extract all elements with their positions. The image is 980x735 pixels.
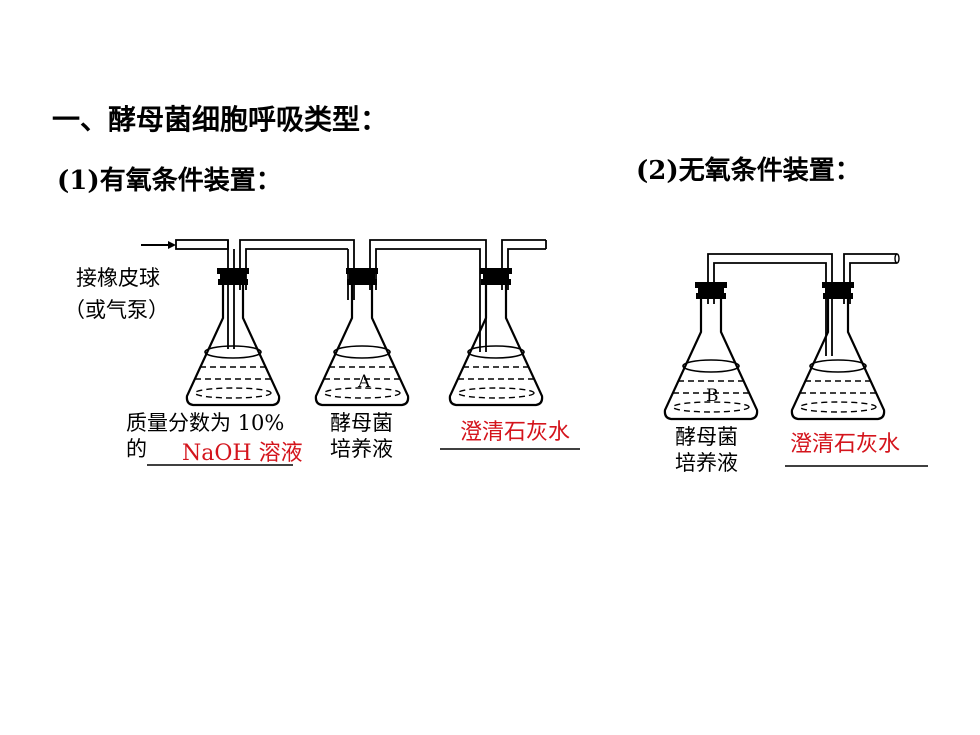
pump-label-line1: 接橡皮球 (76, 266, 160, 290)
yeast-label-b-line2: 培养液 (675, 451, 738, 475)
limewater-answer-2: 澄清石灰水 (790, 432, 901, 457)
naoh-answer: NaOH 溶液 (182, 441, 303, 466)
yeast-label-a-line2: 培养液 (330, 437, 393, 461)
anaerobic-title: (2)无氧条件装置： (636, 156, 861, 186)
aerobic-apparatus (141, 239, 580, 466)
naoh-flask (185, 266, 281, 407)
page-title: 一、酵母菌细胞呼吸类型： (52, 103, 389, 136)
flask-a-label: A (358, 372, 371, 392)
flask-b-label: B (706, 386, 719, 406)
limewater-flask-2 (790, 280, 886, 421)
limewater-answer-1: 澄清石灰水 (460, 420, 571, 445)
yeast-label-b-line1: 酵母菌 (675, 425, 738, 449)
naoh-label-line1: 质量分数为 10% (126, 411, 285, 435)
anaerobic-apparatus (663, 253, 928, 467)
pump-label-line2: （或气泵） (64, 298, 169, 322)
limewater-flask-1 (448, 266, 544, 407)
yeast-label-a-line1: 酵母菌 (330, 411, 393, 435)
naoh-label-line2: 的 (126, 437, 147, 461)
aerobic-title: (1)有氧条件装置： (57, 166, 282, 196)
